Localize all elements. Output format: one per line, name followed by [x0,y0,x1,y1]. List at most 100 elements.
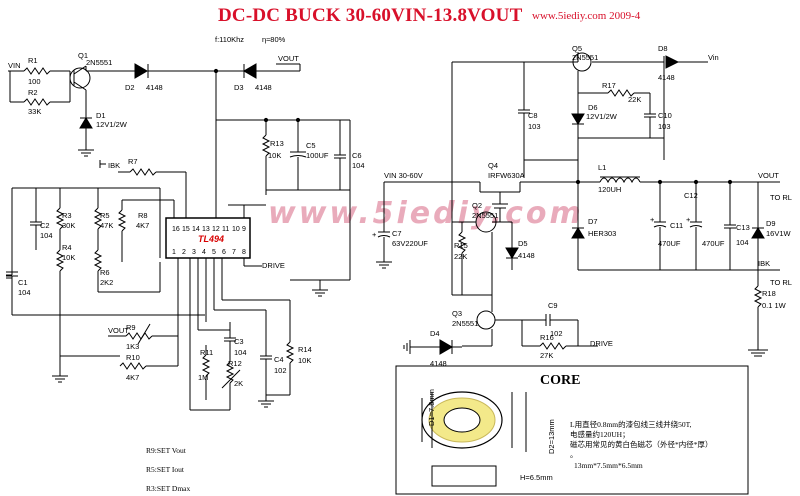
vcc-rail: R13 10K C5 100UF C6 104 [216,117,365,297]
d9-label: D9 [766,219,776,228]
d6-value: 12V1/2W [586,112,618,121]
r2-resistor [23,98,51,106]
r8-value: 4K7 [136,221,149,230]
to-rl-bottom: TO RL [770,278,792,287]
net-ibk-right: IBK [758,259,770,268]
net-vout-main: VOUT [758,171,779,180]
r7-label: R7 [128,157,138,166]
r14-label: R14 [298,345,312,354]
d2-diode [134,63,148,79]
ic-pin-8: 8 [242,249,246,256]
d6-zener [571,113,585,125]
r16-label: R16 [540,333,554,342]
r5-resistor [93,207,103,230]
r15-resistor [457,231,467,254]
q3-transistor [476,310,496,330]
r3-resistor [55,207,65,230]
r5-label: R5 [100,211,110,220]
ic-pin-1: 1 [172,249,176,256]
c12-plus: + [686,215,691,224]
r11-label: R11 [200,348,213,357]
core-title: CORE [540,373,580,388]
l1-inductor [599,177,641,184]
r12-label: R12 [228,359,242,368]
settings-notes: R9:SET Vout R5:SET Iout R3:SET Dmax [146,446,190,493]
d2-label: D2 [125,83,135,92]
ic-pin-9: 9 [242,226,246,233]
ic-pin-11: 11 [222,226,229,233]
ic-pin-3: 3 [192,249,196,256]
ic-pin-16: 16 [172,226,180,233]
ic-pin-10: 10 [232,226,240,233]
r10-resistor [119,362,147,370]
r18-label: R18 [762,289,776,298]
c4-value: 102 [274,366,287,375]
d3-value: 4148 [255,83,272,92]
c11-plus: + [650,215,655,224]
ic-pin-2: 2 [182,249,186,256]
core-d2: D2=13mm [547,419,556,454]
r15-label: R15 [454,241,468,250]
c10-value: 103 [658,122,671,131]
d7-label: D7 [588,217,598,226]
r1-value: 100 [28,77,41,86]
r10-value: 4K7 [126,373,139,382]
r17-resistor [607,89,635,97]
d4-label: D4 [430,329,440,338]
net-drive-right: DRIVE [590,339,613,348]
c6-value: 104 [352,161,365,170]
c5-capacitor [289,155,307,158]
q4-label: Q4 [488,161,498,170]
ic-pin-6: 6 [222,249,226,256]
supply-section: VIN R1 100 R2 33K Q1 2N5551 D1 12V1/2W [8,35,301,218]
c4-label: C4 [274,355,284,364]
driver-q3-section: Q3 2N5551 C9 102 R16 27K DRIVE D4 4148 [403,301,613,368]
r13-resistor [261,134,271,157]
net-vin-label: VIN [8,61,21,70]
core-note-1: L用直径0.8mm的漆包线三线并绕50T, [570,419,692,429]
c11-value: 470UF [658,239,681,248]
core-note-3: 磁芯用常见的黄白色磁芯（外径*内径*厚） [570,439,713,449]
q2-label: Q2 [472,201,482,210]
c7-value: 63V220UF [392,239,428,248]
q1-label: Q1 [78,51,88,60]
d3-label: D3 [234,83,244,92]
d5-diode [505,247,519,259]
r17-label: R17 [602,81,616,90]
r16-resistor [539,342,567,350]
r4-resistor [55,249,65,272]
website-date: www.5iediy.com 2009-4 [532,10,641,22]
q1-value: 2N5551 [86,58,112,67]
d9-zener [751,227,765,239]
r16-value: 27K [540,351,553,360]
d6-label: D6 [588,103,598,112]
net-vout-top: VOUT [278,54,299,63]
ic-pin-13: 13 [202,226,210,233]
q5-transistor [572,52,592,72]
spec-frequency: f:110Khz [215,35,244,44]
c2-label: C2 [40,221,50,230]
c5-label: C5 [306,141,316,150]
c8-label: C8 [528,111,538,120]
d8-label: D8 [658,44,668,53]
d1-zener [79,117,93,129]
d4-diode [439,339,453,355]
c6-label: C6 [352,151,362,160]
r9-label: R9 [126,323,136,332]
ic-pin-7: 7 [232,249,236,256]
r6-value: 2K2 [100,278,113,287]
c1-label: C1 [18,278,28,287]
driver-q2-section: Q2 2N5551 R15 22K D5 4148 [452,201,535,312]
r12-value: 2K [234,379,243,388]
l1-value: 120UH [598,185,621,194]
note-r9: R9:SET Vout [146,446,187,455]
d2-value: 4148 [146,83,163,92]
q4-value: IRFW630A [488,171,525,180]
c10-label: C10 [658,111,672,120]
core-note-2: 电感量约120UH； [570,429,630,439]
core-note-4: 。 [570,450,578,459]
c9-value: 102 [550,329,563,338]
r13-label: R13 [270,139,284,148]
d3-diode [243,63,257,79]
core-side-view [431,465,497,487]
